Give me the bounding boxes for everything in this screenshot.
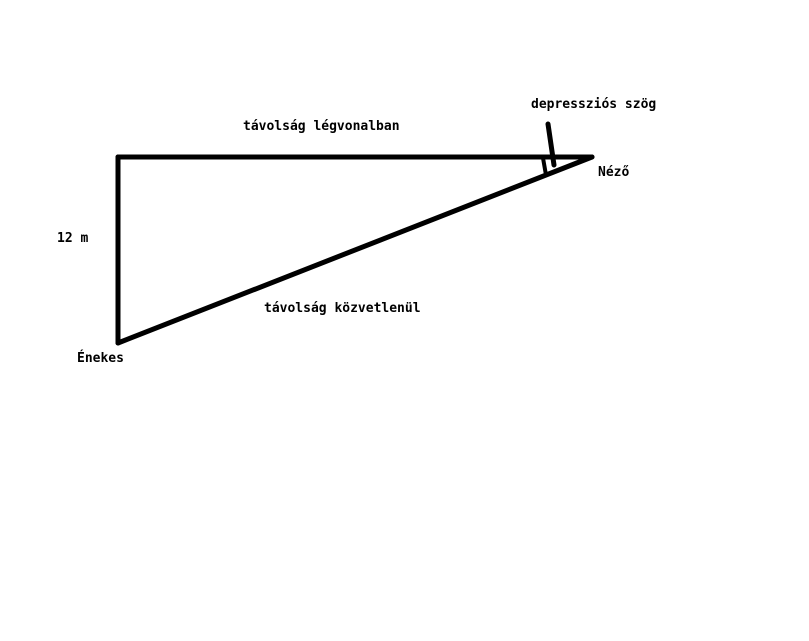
- direct-distance-label: távolság közvetlenül: [264, 301, 421, 316]
- top-distance-label: távolság légvonalban: [243, 119, 400, 134]
- viewer-label: Néző: [598, 165, 629, 180]
- height-label: 12 m: [57, 231, 88, 246]
- hypotenuse-line: [115, 154, 595, 346]
- depression-angle-label: depressziós szög: [531, 97, 656, 112]
- angle-arc-mark: [541, 156, 548, 177]
- singer-label: Énekes: [77, 350, 124, 366]
- angle-pointer-line: [545, 121, 557, 168]
